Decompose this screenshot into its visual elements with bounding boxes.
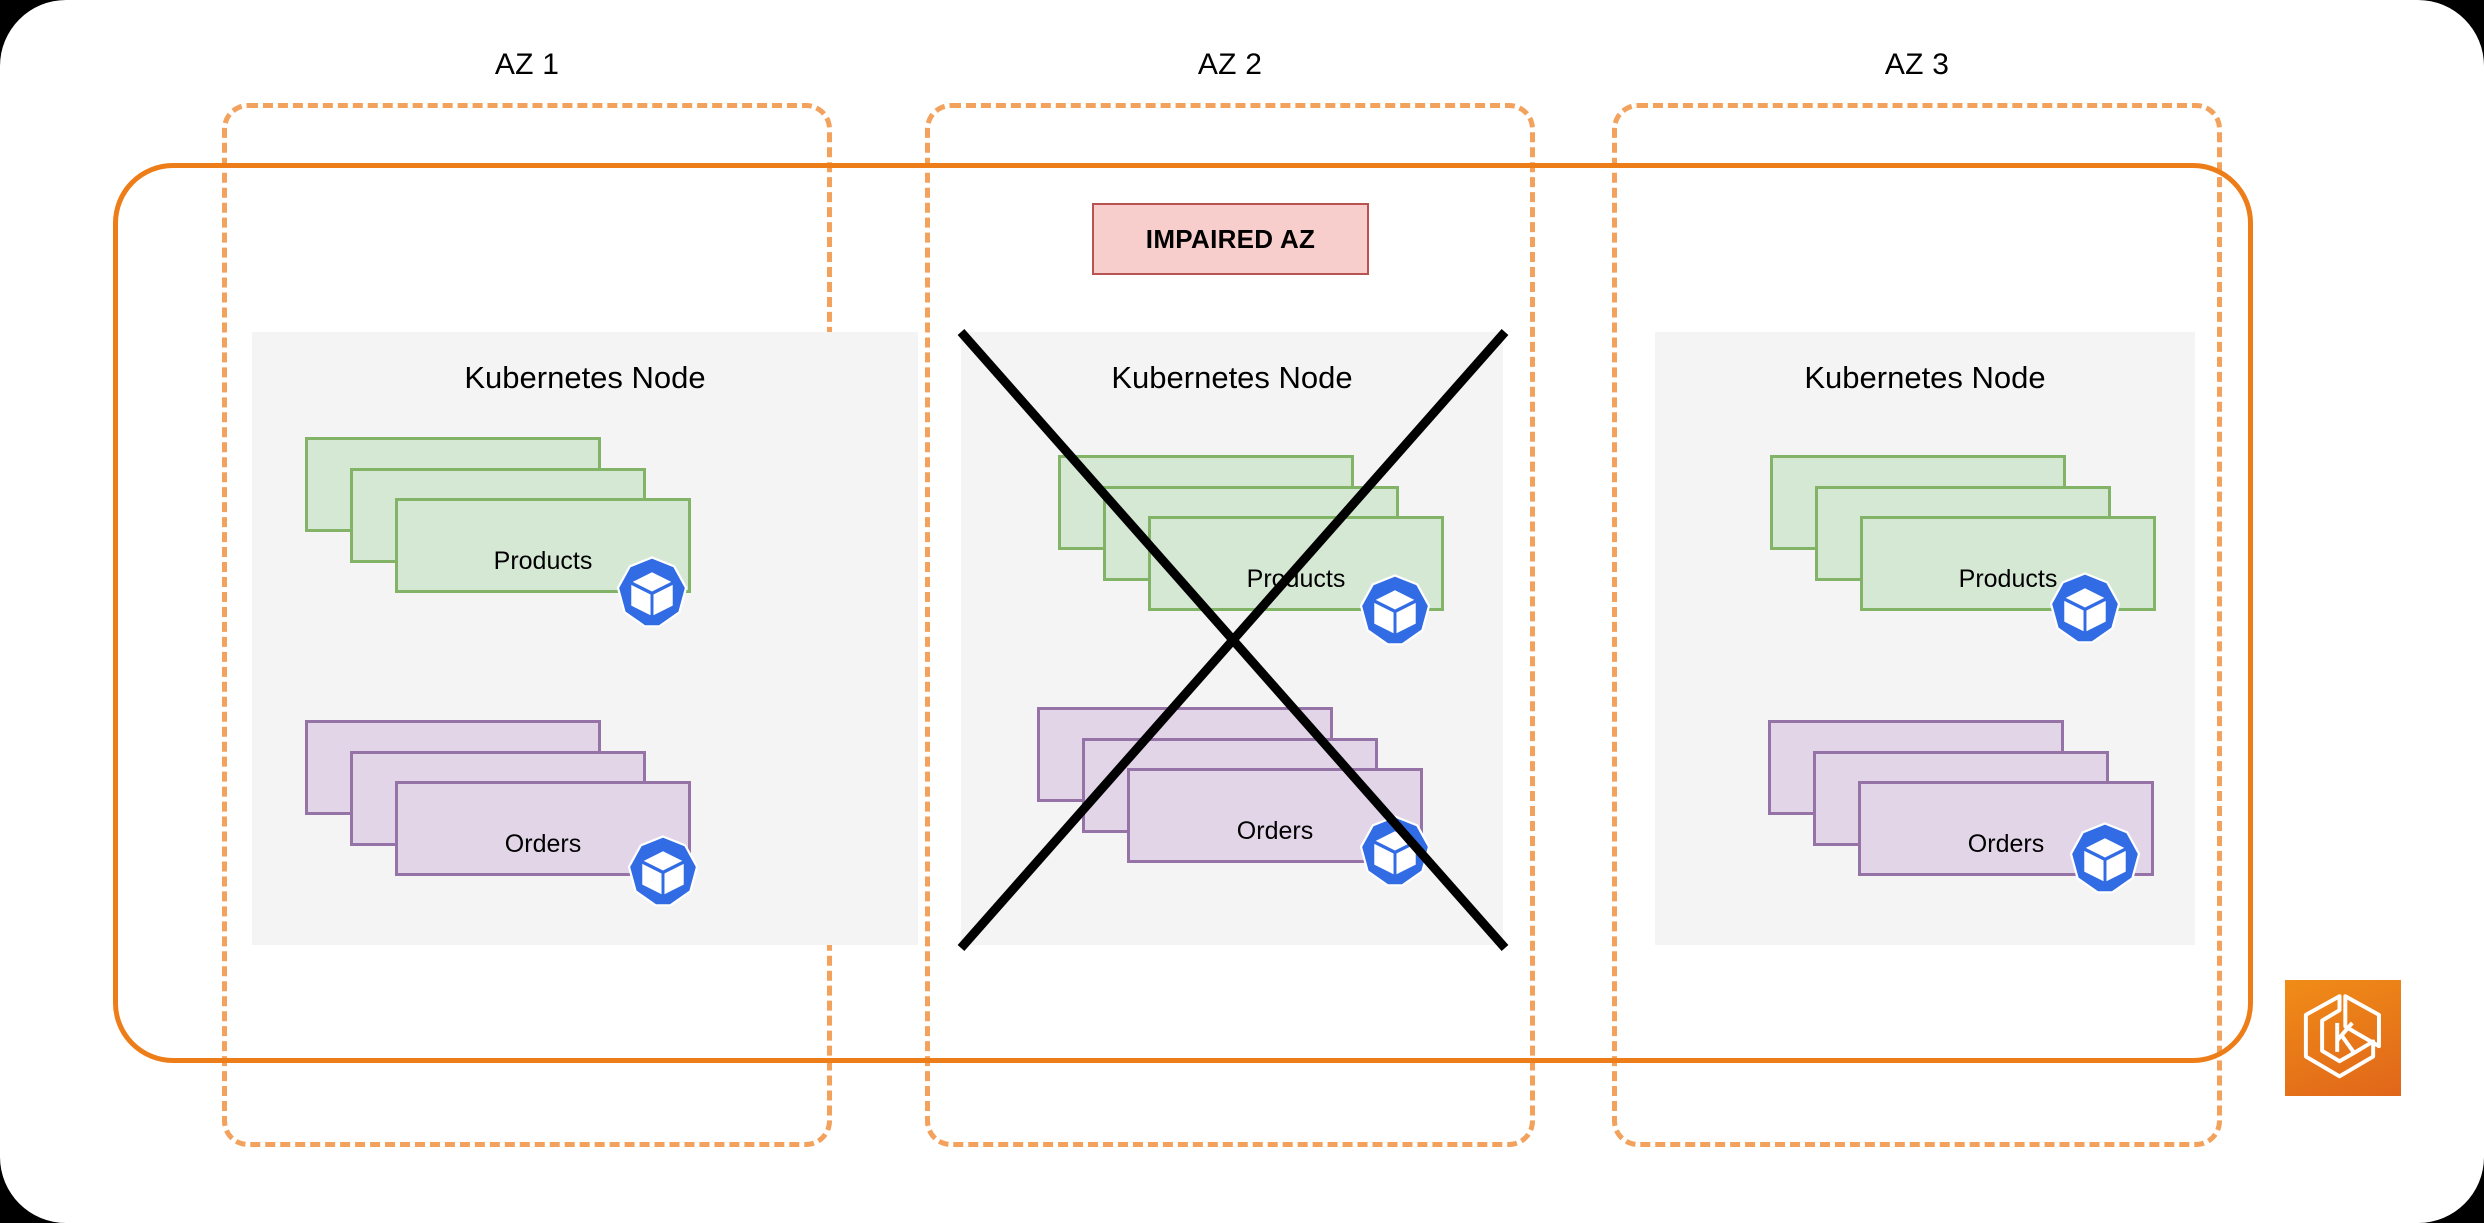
amazon-eks-icon [2285,980,2401,1096]
pod-stack-orders-az1: Orders [305,720,691,876]
pod-stack-orders-az3: Orders [1768,720,2154,876]
pod-stack-products-az1: Products [305,437,691,593]
pod-replica-front[interactable]: Products [395,498,691,593]
kubernetes-pod-icon-products-az2 [1358,574,1432,648]
pod-replica-front[interactable]: Orders [395,781,691,876]
kubernetes-node-title-az1: Kubernetes Node [464,360,706,395]
kubernetes-pod-icon-orders-az1 [626,835,700,909]
az-boundary-az3 [1612,103,2222,1147]
az-label-az2: AZ 2 [1197,48,1263,81]
az-label-az3: AZ 3 [1884,48,1950,81]
pod-label-orders-az3: Orders [1967,830,2045,858]
az-boundary-az2 [925,103,1535,1147]
az-label-az1: AZ 1 [494,48,560,81]
kubernetes-pod-icon-orders-az2 [1358,815,1432,889]
kubernetes-node-title-az3: Kubernetes Node [1804,360,2046,395]
vpc-boundary [113,163,2253,1063]
kubernetes-pod-icon-orders-az3 [2068,822,2142,896]
pod-label-products-az1: Products [493,547,593,575]
kubernetes-pod-icon-products-az1 [615,556,689,630]
kubernetes-pod-icon-products-az3 [2048,572,2122,646]
pod-label-products-az3: Products [1958,565,2058,593]
pod-stack-products-az3: Products [1770,455,2156,611]
kubernetes-node-title-az2: Kubernetes Node [1111,360,1353,395]
status-badge-impaired-az: IMPAIRED AZ [1092,203,1369,275]
pod-label-orders-az1: Orders [504,830,582,858]
